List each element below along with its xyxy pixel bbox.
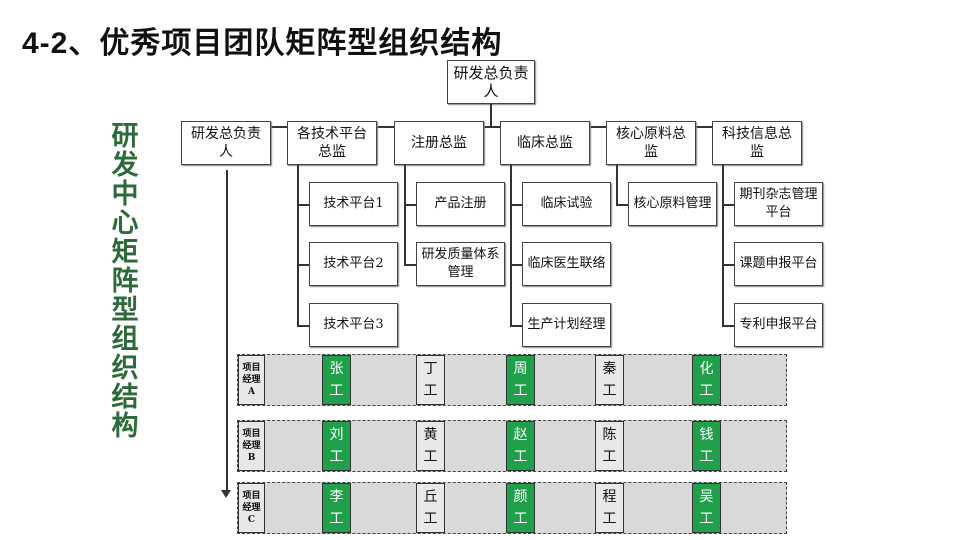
subunit-box: 课题申报平台 [734, 242, 823, 286]
connector-line [226, 126, 758, 128]
subunit-box: 临床医生联络 [522, 242, 611, 286]
connector-line [616, 165, 618, 204]
subunit-box: 研发质量体系管理 [416, 242, 505, 286]
connector-line [297, 264, 309, 266]
subunit-box: 核心原料管理 [628, 182, 717, 226]
project-manager-label: 项目经理A [238, 355, 265, 405]
member-cell: 黄工 [416, 421, 445, 471]
subunit-box: 生产计划经理 [522, 303, 611, 347]
connector-line [297, 204, 309, 206]
subunit-box: 临床试验 [522, 182, 611, 226]
director-box: 各技术平台总监 [287, 121, 377, 165]
member-cell: 李工 [322, 483, 351, 533]
member-cell: 丁工 [416, 355, 445, 405]
director-box: 科技信息总监 [712, 121, 802, 165]
connector-line [297, 325, 309, 327]
member-cell: 丘工 [416, 483, 445, 533]
side-title: 研发中心矩阵型组织结构 [111, 121, 139, 442]
project-row: 项目经理A 张工 丁工 周工 秦工 化工 [237, 354, 787, 406]
member-cell: 化工 [692, 355, 721, 405]
connector-line [510, 264, 522, 266]
member-cell: 颜工 [506, 483, 535, 533]
connector-line [510, 165, 512, 325]
arrow-down-icon [221, 490, 231, 498]
member-cell: 吴工 [692, 483, 721, 533]
project-manager-label: 项目经理B [238, 421, 265, 471]
connector-line [722, 204, 734, 206]
connector-line [297, 165, 299, 325]
connector-line [722, 325, 734, 327]
member-cell: 张工 [322, 355, 351, 405]
page-title: 4-2、优秀项目团队矩阵型组织结构 [22, 27, 503, 60]
connector-line [510, 325, 522, 327]
root-box: 研发总负责人 [447, 60, 535, 104]
member-cell: 程工 [595, 483, 624, 533]
connector-line [616, 204, 628, 206]
member-cell: 周工 [506, 355, 535, 405]
subunit-box: 技术平台2 [309, 242, 398, 286]
subunit-box: 产品注册 [416, 182, 505, 226]
subunit-box: 专利申报平台 [734, 303, 823, 347]
member-cell: 秦工 [595, 355, 624, 405]
connector-line [404, 204, 416, 206]
connector-line [226, 170, 228, 494]
director-box: 注册总监 [394, 121, 484, 165]
connector-line [722, 165, 724, 325]
director-box: 核心原料总监 [606, 121, 696, 165]
director-box: 临床总监 [500, 121, 590, 165]
project-row: 项目经理C 李工 丘工 颜工 程工 吴工 [237, 482, 787, 534]
project-manager-label: 项目经理C [238, 483, 265, 533]
member-cell: 刘工 [322, 421, 351, 471]
director-box: 研发总负责人 [181, 121, 271, 165]
connector-line [722, 264, 734, 266]
member-cell: 赵工 [506, 421, 535, 471]
subunit-box: 期刊杂志管理平台 [734, 182, 823, 226]
member-cell: 陈工 [595, 421, 624, 471]
connector-line [490, 104, 492, 127]
connector-line [510, 204, 522, 206]
connector-line [404, 264, 416, 266]
subunit-box: 技术平台3 [309, 303, 398, 347]
connector-line [404, 165, 406, 264]
subunit-box: 技术平台1 [309, 182, 398, 226]
project-row: 项目经理B 刘工 黄工 赵工 陈工 钱工 [237, 420, 787, 472]
member-cell: 钱工 [692, 421, 721, 471]
